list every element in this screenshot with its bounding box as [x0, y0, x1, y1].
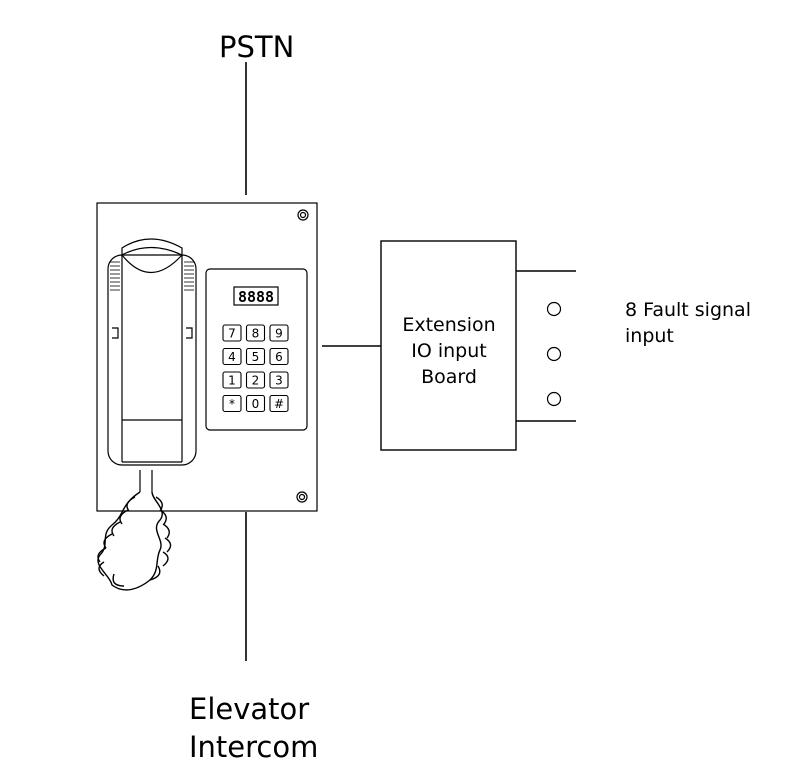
keypad-key-label: 4 [228, 350, 236, 364]
fault-terminal-2 [546, 346, 562, 362]
keypad-key-5 [269, 347, 289, 366]
keypad-key-label: 2 [252, 374, 260, 388]
keypad-key-label: 5 [252, 350, 260, 364]
coiled-cord-icon [97, 491, 172, 591]
keypad-key-label: 0 [252, 397, 260, 411]
keypad-key-label: * [229, 397, 235, 411]
keypad: 7 8 9 4 5 6 1 2 3 * 0 # [222, 324, 289, 413]
fault-terminal-1 [546, 301, 562, 317]
keypad-key-10 [245, 394, 266, 413]
board-label-line3: Board [421, 366, 477, 388]
board-label-line2: IO input [411, 340, 487, 362]
keypad-key-8 [269, 371, 289, 389]
keypad-key-label: 9 [275, 327, 283, 341]
keypad-key-label: 7 [228, 327, 236, 341]
display-readout: 8888 [238, 288, 274, 306]
elevator-intercom-line2: Intercom [189, 730, 319, 764]
keypad-key-6 [222, 371, 242, 389]
pstn-label: PSTN [219, 30, 295, 64]
fault-terminal-3 [546, 391, 562, 407]
panel-screw-bottom [296, 491, 308, 503]
fault-signal-line2: input [625, 325, 674, 347]
keypad-key-label: # [274, 397, 284, 411]
seven-segment-display [233, 286, 279, 306]
keypad-key-label: 1 [228, 374, 236, 388]
elevator-intercom-label: Elevator Intercom [189, 690, 318, 766]
extension-io-board [380, 240, 517, 451]
keypad-key-9 [222, 394, 242, 413]
keypad-key-label: 8 [252, 327, 260, 341]
keypad-key-1 [245, 324, 266, 342]
keypad-key-2 [269, 324, 289, 342]
handset-icon [107, 238, 197, 492]
keypad-key-label: 3 [275, 374, 283, 388]
keypad-key-11 [269, 394, 289, 413]
board-label: Extension IO input Board [382, 312, 516, 390]
fault-signal-label: 8 Fault signal input [625, 297, 751, 349]
keypad-panel [205, 268, 308, 431]
keypad-key-3 [222, 347, 242, 366]
keypad-key-7 [245, 371, 266, 389]
panel-screw-top [297, 209, 309, 221]
panel-frame [96, 202, 318, 512]
board-label-line1: Extension [402, 314, 496, 336]
keypad-key-label: 6 [275, 350, 283, 364]
elevator-intercom-line1: Elevator [189, 692, 310, 726]
telephone-panel [96, 202, 318, 591]
keypad-key-4 [245, 347, 266, 366]
fault-signal-line1: 8 Fault signal [625, 299, 751, 321]
keypad-key-0 [222, 324, 242, 342]
